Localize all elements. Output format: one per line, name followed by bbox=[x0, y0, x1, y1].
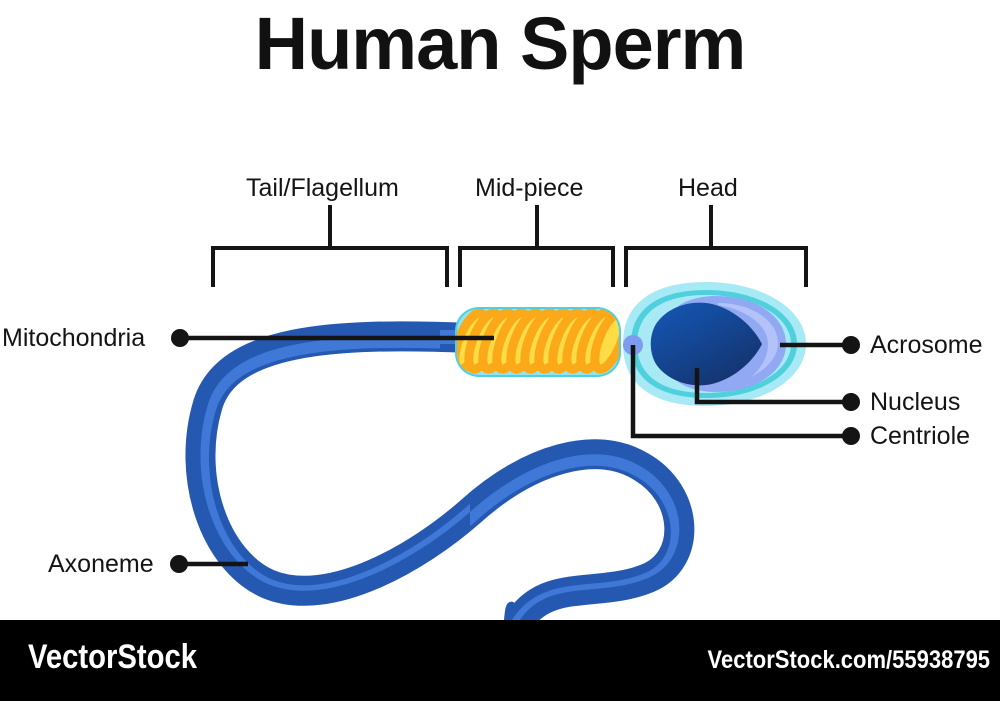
dot-acrosome bbox=[842, 336, 860, 354]
dot-axoneme bbox=[170, 555, 188, 573]
callout-label-mitochondria: Mitochondria bbox=[2, 324, 146, 352]
section-label-tail: Tail/Flagellum bbox=[246, 174, 399, 202]
section-label-head: Head bbox=[678, 174, 738, 202]
section-brackets bbox=[211, 205, 808, 287]
nucleus-shape bbox=[650, 302, 762, 386]
section-label-midpiece: Mid-piece bbox=[475, 174, 584, 202]
callout-label-nucleus: Nucleus bbox=[870, 388, 961, 416]
dot-centriole bbox=[842, 427, 860, 445]
callout-leaders bbox=[185, 335, 845, 567]
page-title: Human Sperm bbox=[254, 2, 747, 85]
callout-label-axoneme: Axoneme bbox=[48, 550, 154, 578]
callout-dots bbox=[170, 329, 860, 573]
callout-label-centriole: Centriole bbox=[870, 422, 971, 450]
vectorstock-url: VectorStock.com/55938795 bbox=[707, 646, 990, 674]
dot-mitochondria bbox=[171, 329, 189, 347]
dot-nucleus bbox=[842, 393, 860, 411]
sperm-head bbox=[623, 282, 806, 406]
vectorstock-logo: VectorStock bbox=[28, 638, 198, 676]
footer-banner bbox=[0, 620, 1000, 701]
mitochondria-helix bbox=[457, 309, 619, 374]
mid-piece bbox=[455, 307, 621, 377]
callout-label-acrosome: Acrosome bbox=[870, 331, 983, 359]
